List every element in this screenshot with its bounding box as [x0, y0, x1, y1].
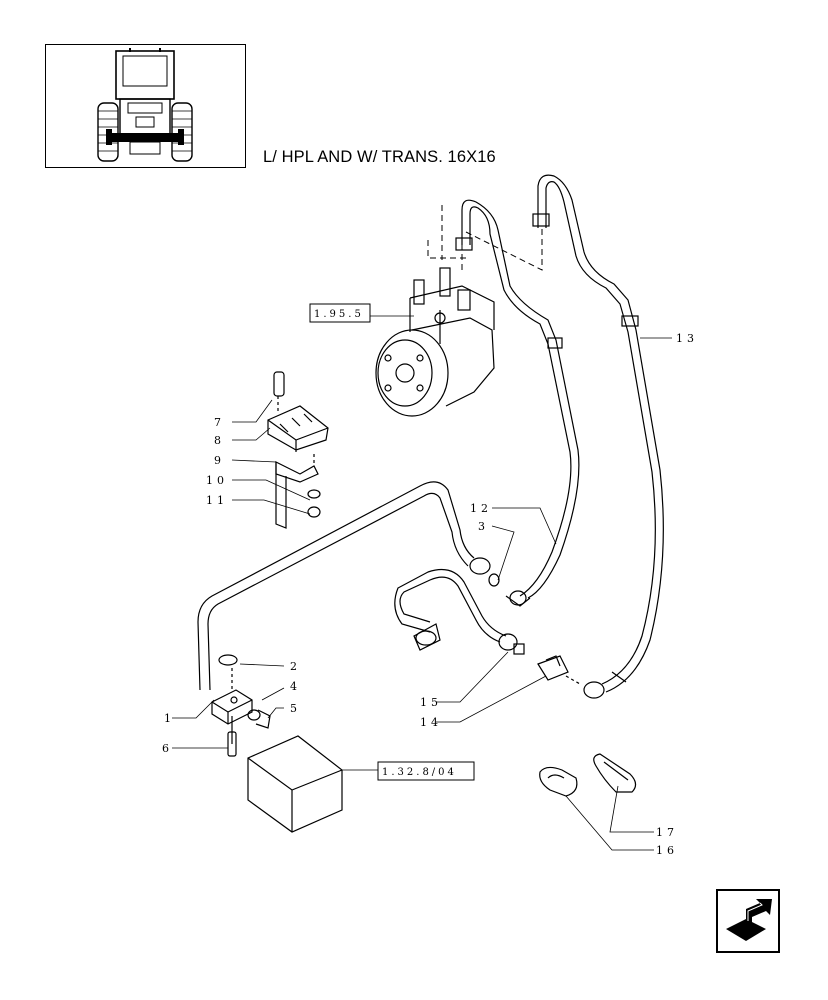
callout-2: 2 — [290, 660, 301, 673]
callout-13: 13 — [676, 332, 698, 345]
fitting-15 — [498, 633, 525, 655]
fitting-3 — [469, 557, 531, 607]
tractor-thumbnail — [45, 44, 246, 168]
transmission-box — [247, 735, 343, 833]
steering-unit — [375, 267, 495, 417]
callout-12: 12 — [470, 502, 492, 515]
callout-11: 11 — [206, 494, 228, 507]
callout-4: 4 — [290, 680, 301, 693]
callout-3: 3 — [478, 520, 489, 533]
callout-17: 17 — [656, 826, 678, 839]
manifold-block — [211, 654, 271, 757]
ref-box-steering — [309, 303, 371, 323]
callout-6: 6 — [162, 742, 173, 755]
ref-steering-unit: 1.95.5 — [314, 309, 364, 320]
fitting-14 — [537, 655, 605, 699]
ref-box-transmission — [377, 761, 475, 781]
pipe-1 — [197, 481, 475, 691]
callout-5: 5 — [290, 702, 301, 715]
ref-transmission: 1.32.8/04 — [382, 767, 457, 778]
callout-9: 9 — [214, 454, 225, 467]
callout-15: 15 — [420, 696, 442, 709]
callout-1: 1 — [164, 712, 175, 725]
pipe-13 — [532, 174, 664, 693]
callout-14: 14 — [420, 716, 442, 729]
clamp-16 — [539, 766, 578, 797]
callout-7: 7 — [214, 416, 225, 429]
tractor-front-view-icon — [97, 48, 193, 162]
bracket-assembly — [267, 371, 329, 529]
diagram-title: L/ HPL AND W/ TRANS. 16X16 — [263, 148, 496, 166]
callout-16: 16 — [656, 844, 678, 857]
callout-10: 10 — [206, 474, 228, 487]
next-page-arrow-icon[interactable] — [716, 889, 780, 953]
pipe-15 — [394, 569, 507, 651]
pipe-12 — [455, 199, 580, 599]
callout-8: 8 — [214, 434, 225, 447]
clamp-17 — [593, 753, 637, 793]
